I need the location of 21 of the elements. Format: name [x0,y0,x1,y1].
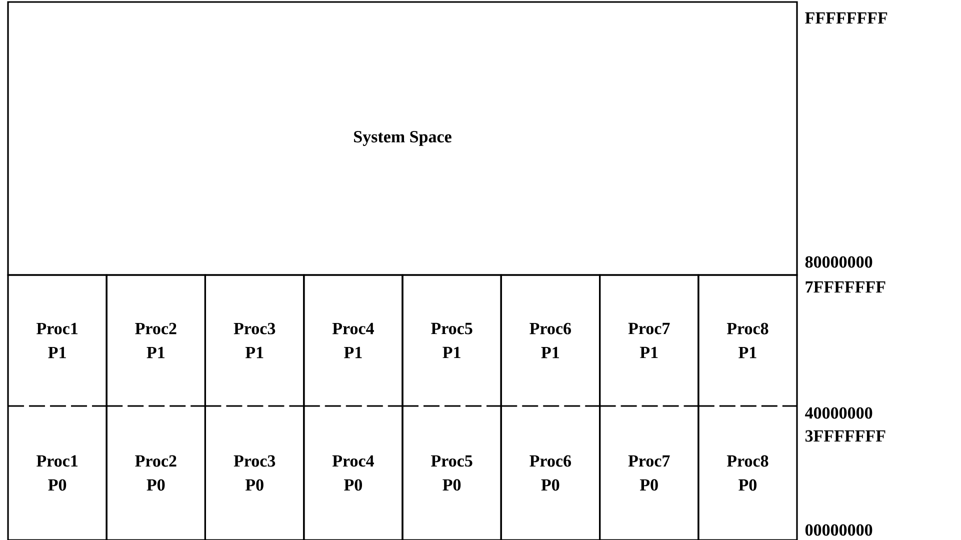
memory-cell: Proc3 P1 [204,274,305,407]
memory-cell: Proc7 P1 [599,274,700,407]
memory-cell: Proc5 P0 [402,406,502,540]
memory-cell: Proc8 P0 [698,406,798,540]
memory-cell: Proc7 P0 [599,406,700,540]
memory-cell: Proc4 P1 [303,274,404,407]
address-label: 3FFFFFFF [805,430,886,442]
address-label: 7FFFFFFF [806,281,886,293]
memory-cell: Proc1 P0 [7,406,108,540]
memory-cell: Proc5 P1 [402,274,502,407]
memory-region: System Space [7,1,798,276]
memory-cell: Proc3 P0 [204,406,305,540]
memory-cell: Proc8 P1 [698,274,798,407]
memory-cell: Proc6 P0 [500,406,601,540]
memory-cell: Proc2 P0 [106,406,206,540]
address-label: 40000000 [805,407,872,419]
memory-cell: Proc4 P0 [303,406,404,540]
memory-cell: Proc2 P1 [106,274,206,407]
memory-cell: Proc1 P1 [7,274,108,407]
address-label: 80000000 [805,256,872,268]
memory-cell: Proc6 P1 [500,274,601,407]
